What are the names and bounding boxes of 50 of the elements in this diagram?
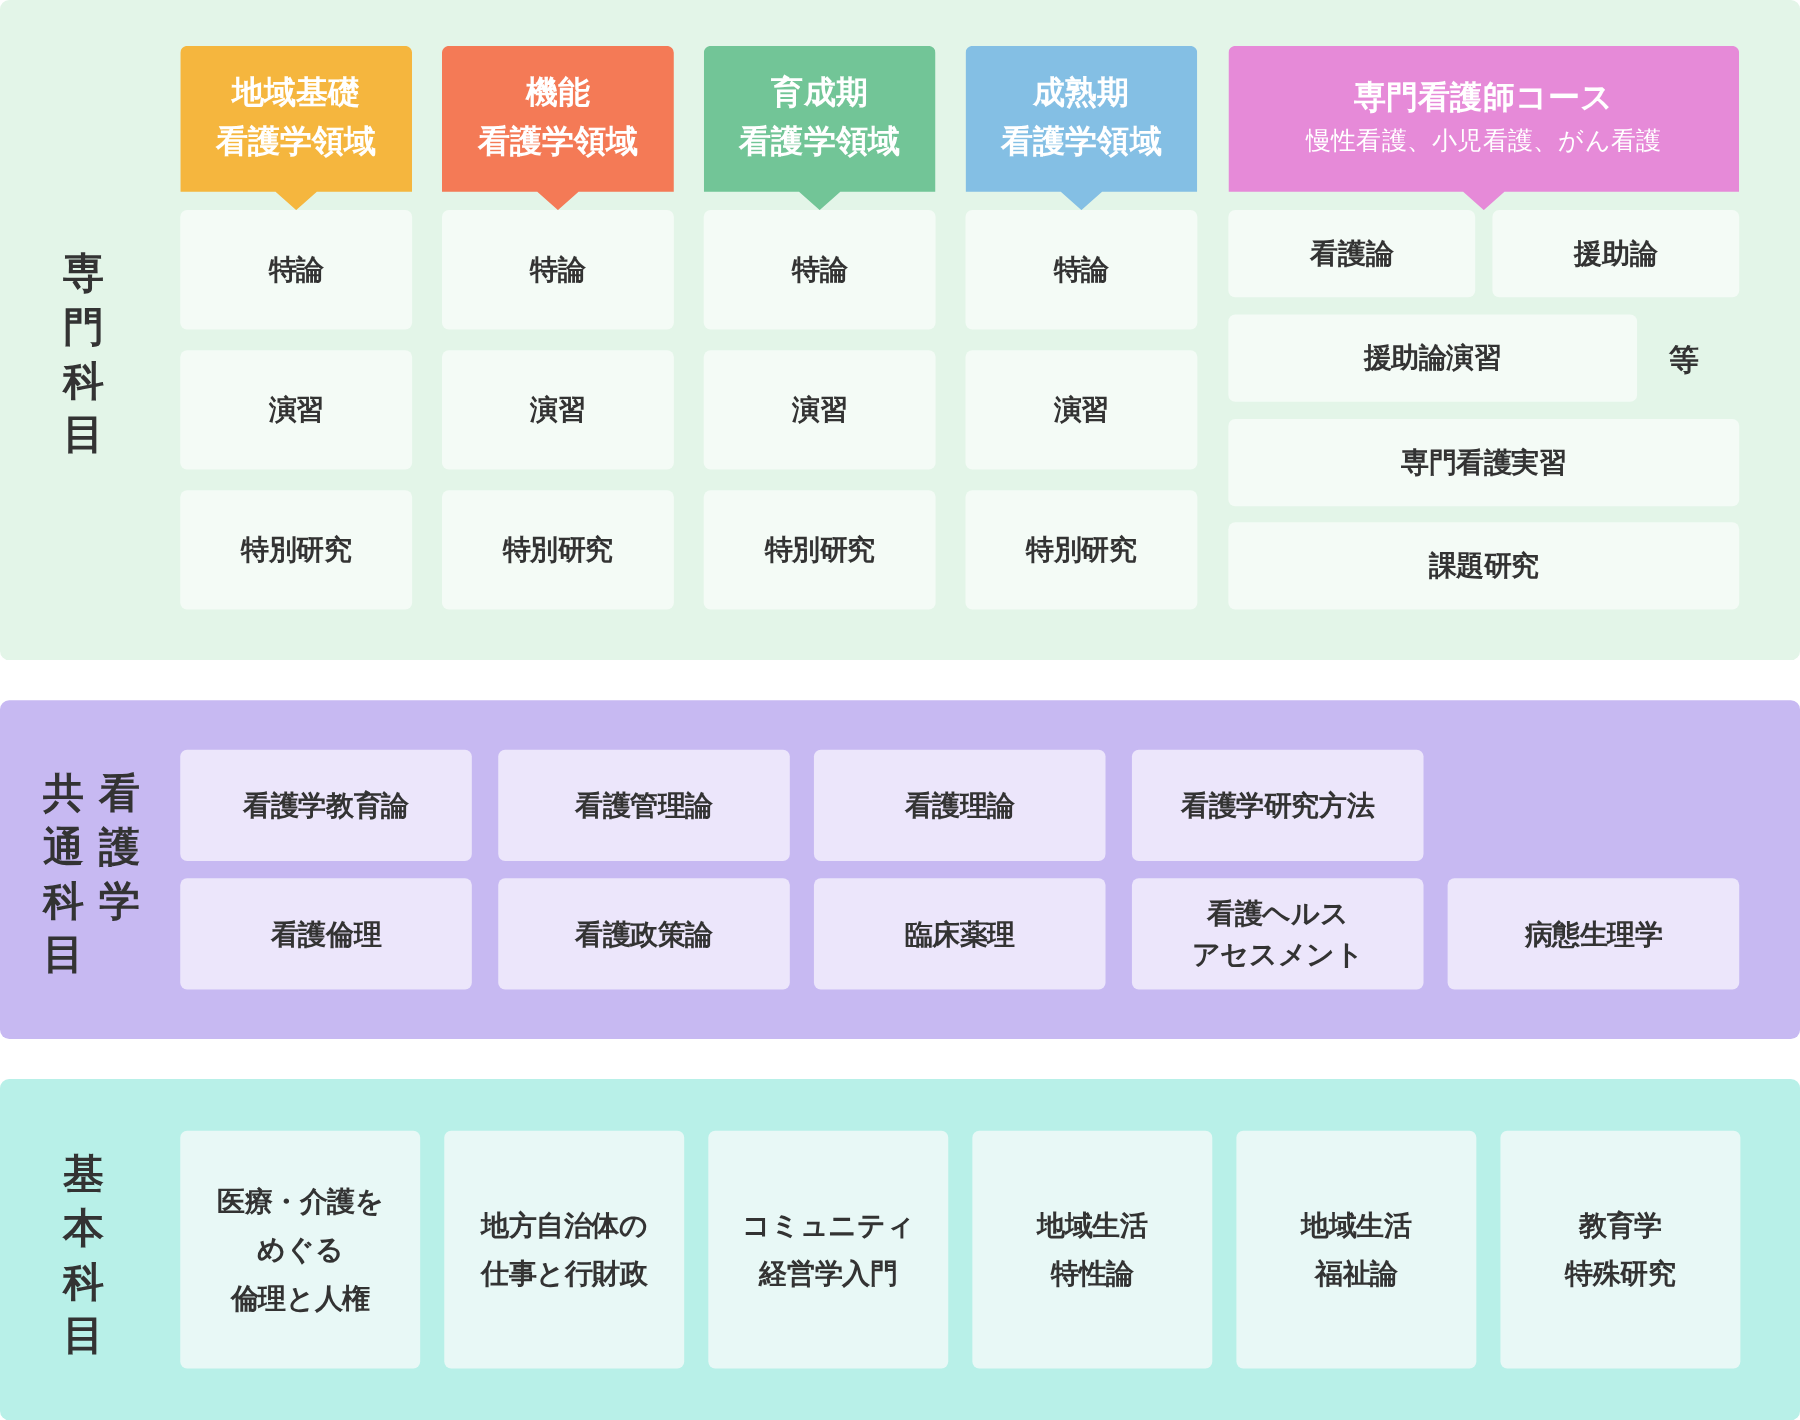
section-band [0, 700, 1800, 1039]
area-title: 成熟期看護学領域 [1001, 71, 1162, 161]
area-header-tab [442, 45, 674, 211]
area-title: 機能看護学領域 [477, 71, 639, 161]
area-title: 専門看護師コース [1354, 77, 1614, 118]
subject-box: 演習 [965, 350, 1198, 470]
subject-box: 看護政策論 [498, 878, 790, 990]
subject-box: コミュニティ経営学入門 [708, 1130, 949, 1369]
subject-box: 特別研究 [703, 490, 936, 610]
subject-box: 特別研究 [180, 490, 413, 610]
subject-box: 専門看護実習 [1228, 419, 1740, 507]
section-band [0, 0, 1800, 661]
section-heading: 専門科目 [63, 248, 105, 460]
subject-box: 医療・介護をめぐる倫理と人権 [180, 1130, 421, 1369]
subject-box: 課題研究 [1228, 522, 1740, 610]
subject-box: 看護理論 [813, 749, 1106, 861]
subject-box: 特論 [442, 210, 674, 330]
section-heading: 看護学共通科目 [41, 768, 142, 980]
area-header-tab [180, 45, 413, 211]
subject-box: 看護学教育論 [180, 749, 472, 861]
area-header-tab [965, 45, 1198, 211]
section-band [0, 1079, 1800, 1420]
area-subtitle: 慢性看護、小児看護、がん看護 [1305, 125, 1662, 157]
subject-box: 看護学研究方法 [1131, 749, 1424, 861]
subject-box: 地域生活福祉論 [1236, 1130, 1477, 1369]
subject-box: 看護ヘルスアセスメント [1131, 878, 1424, 990]
area-header-tab [1228, 45, 1740, 211]
subject-box: 演習 [703, 350, 936, 470]
subject-box: 演習 [180, 350, 413, 470]
subject-box: 援助論 [1492, 210, 1740, 298]
subject-box: 臨床薬理 [813, 878, 1106, 990]
subject-box: 教育学特殊研究 [1500, 1130, 1741, 1369]
subject-box: 特別研究 [442, 490, 674, 610]
area-header-tab [703, 45, 936, 211]
area-title: 地域基礎看護学領域 [215, 71, 377, 161]
subject-box: 地域生活特性論 [972, 1130, 1213, 1369]
section-heading: 基本科目 [63, 1149, 105, 1361]
subject-box: 地方自治体の仕事と行財政 [444, 1130, 685, 1369]
subject-box: 看護管理論 [498, 749, 790, 861]
subject-box: 演習 [442, 350, 674, 470]
subject-box: 特別研究 [965, 490, 1198, 610]
subject-box: 特論 [180, 210, 413, 330]
subject-box: 看護論 [1228, 210, 1476, 298]
area-title: 育成期看護学領域 [739, 71, 901, 161]
subject-box: 特論 [965, 210, 1198, 330]
subject-box: 病態生理学 [1447, 878, 1740, 990]
subject-box: 特論 [703, 210, 936, 330]
note-text: 等 [1669, 341, 1700, 379]
subject-box: 援助論演習 [1228, 314, 1638, 402]
subject-box: 看護倫理 [180, 878, 472, 990]
